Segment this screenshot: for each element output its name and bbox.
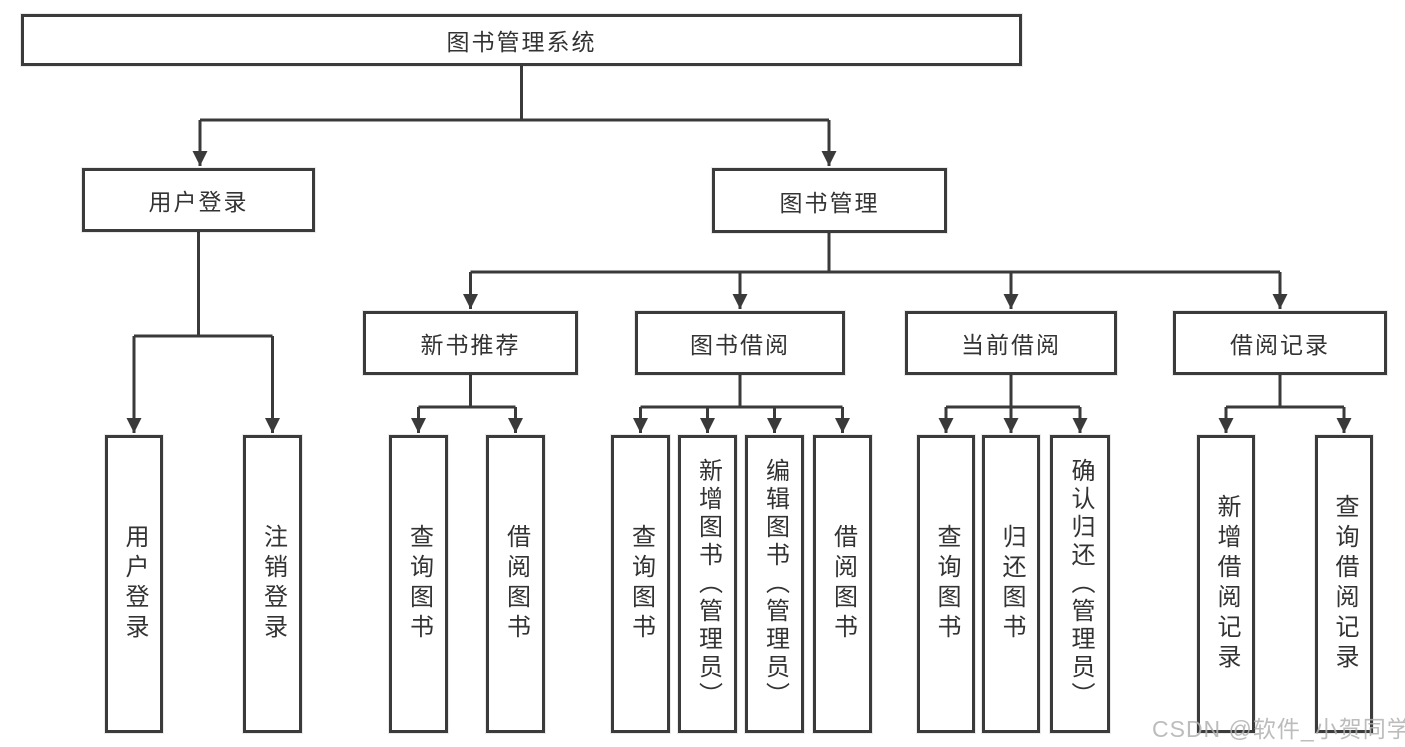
node-book-management: 图书管理 bbox=[712, 168, 947, 233]
leaf-records-add-record: 新增借阅记录 bbox=[1197, 435, 1255, 733]
node-new-book-recommend: 新书推荐 bbox=[363, 311, 578, 375]
node-root: 图书管理系统 bbox=[21, 14, 1022, 66]
leaf-current-confirm-return-admin: 确认归还（管理员） bbox=[1050, 435, 1110, 733]
leaf-current-query-books: 查询图书 bbox=[917, 435, 975, 733]
leaf-borrow-query-books: 查询图书 bbox=[611, 435, 670, 733]
leaf-current-return-books: 归还图书 bbox=[982, 435, 1040, 733]
leaf-borrow-add-books-admin: 新增图书（管理员） bbox=[678, 435, 737, 733]
leaf-user-login: 用户登录 bbox=[105, 435, 163, 733]
leaf-logout: 注销登录 bbox=[243, 435, 302, 733]
node-borrow-records: 借阅记录 bbox=[1173, 311, 1387, 375]
leaf-records-query-record: 查询借阅记录 bbox=[1315, 435, 1373, 733]
node-book-borrow: 图书借阅 bbox=[635, 311, 845, 375]
watermark: CSDN @软件_小贺同学 bbox=[1152, 716, 1405, 742]
node-current-borrow: 当前借阅 bbox=[905, 311, 1117, 375]
leaf-borrow-borrow-books: 借阅图书 bbox=[813, 435, 872, 733]
node-user-login: 用户登录 bbox=[82, 168, 315, 232]
leaf-rec-borrow-books: 借阅图书 bbox=[486, 435, 545, 733]
leaf-rec-query-books: 查询图书 bbox=[389, 435, 448, 733]
leaf-borrow-edit-books-admin: 编辑图书（管理员） bbox=[745, 435, 804, 733]
